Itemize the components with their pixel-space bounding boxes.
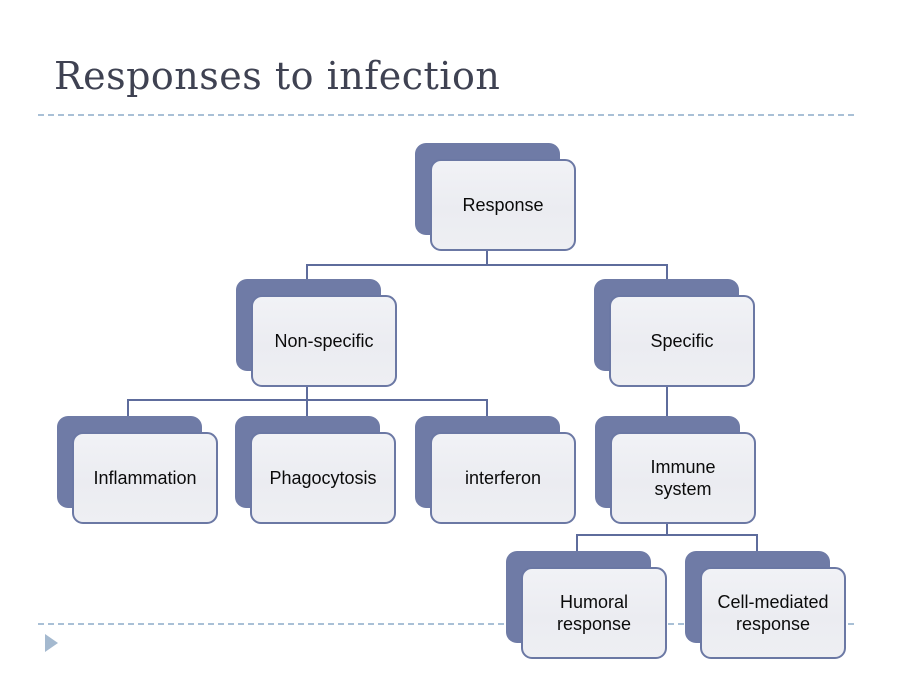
- node-face: Specific: [609, 295, 755, 387]
- connector-nonspecific-top-drop: [306, 264, 308, 281]
- connector-humoral-drop: [576, 534, 578, 552]
- title-divider-dashed-rule: [38, 114, 858, 116]
- node-label: Non-specific: [274, 330, 374, 351]
- node-immune-system: Immune system: [595, 416, 756, 525]
- node-face: Response: [430, 159, 576, 251]
- node-label: Phagocytosis: [269, 467, 377, 488]
- node-inflammation: Inflammation: [57, 416, 218, 525]
- connector-specific-top-drop: [666, 264, 668, 281]
- connector-interferon-drop: [486, 399, 488, 417]
- node-label: Specific: [650, 330, 714, 351]
- node-face: interferon: [430, 432, 576, 524]
- node-response: Response: [415, 143, 576, 252]
- connector-response-drop: [486, 250, 488, 265]
- node-label: Humoral response: [556, 591, 632, 635]
- node-label: Response: [462, 194, 544, 215]
- footer-divider-dashed-rule: [38, 623, 858, 625]
- play-triangle-icon: [45, 634, 58, 652]
- connector-cellmediated-drop: [756, 534, 758, 552]
- node-humoral-response: Humoral response: [506, 551, 667, 660]
- node-face: Non-specific: [251, 295, 397, 387]
- connector-inflammation-drop: [127, 399, 129, 417]
- connector-immune-drop: [666, 520, 668, 536]
- node-face: Phagocytosis: [250, 432, 396, 524]
- slide-title: Responses to infection: [54, 54, 501, 98]
- connector-level4-horizontal: [576, 534, 758, 536]
- node-interferon: interferon: [415, 416, 576, 525]
- node-face: Immune system: [610, 432, 756, 524]
- node-face: Cell-mediated response: [700, 567, 846, 659]
- node-face: Humoral response: [521, 567, 667, 659]
- connector-level3-horizontal: [127, 399, 488, 401]
- connector-specific-to-immune: [666, 384, 668, 417]
- node-phagocytosis: Phagocytosis: [235, 416, 396, 525]
- node-label: Immune system: [650, 456, 716, 500]
- node-cell-mediated-response: Cell-mediated response: [685, 551, 846, 660]
- node-label: interferon: [464, 467, 542, 488]
- connector-level2-horizontal: [306, 264, 668, 266]
- node-non-specific: Non-specific: [236, 279, 397, 388]
- node-label: Cell-mediated response: [717, 591, 829, 635]
- node-face: Inflammation: [72, 432, 218, 524]
- node-specific: Specific: [594, 279, 755, 388]
- node-label: Inflammation: [93, 467, 197, 488]
